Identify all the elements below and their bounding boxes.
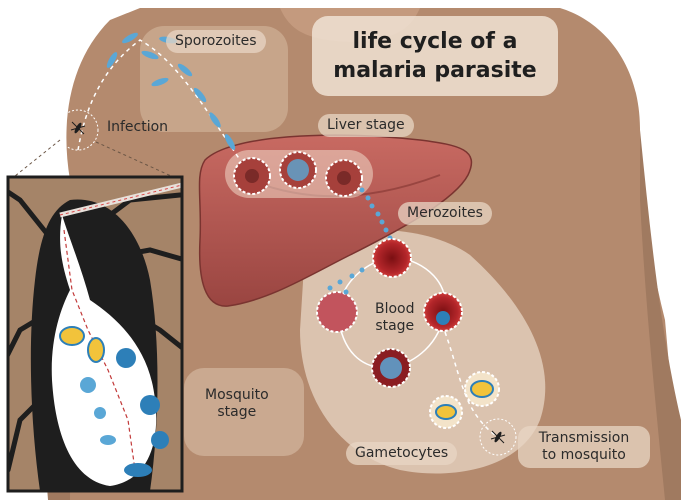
liver-cells: [233, 151, 363, 197]
released-merozoites: [327, 267, 365, 295]
label-blood-stage: Blood stage: [366, 298, 424, 338]
infection-marker: [57, 109, 99, 151]
label-transmission-line-1: Transmission: [538, 430, 630, 446]
sporozoites: [106, 32, 236, 150]
mosquito-icon: [70, 121, 86, 135]
label-transmission: Transmission to mosquito: [518, 426, 650, 468]
label-mosquito-stage: Mosquito stage: [196, 384, 278, 424]
label-blood-stage-line-2: stage: [375, 318, 415, 334]
mosquito-inset: [8, 177, 182, 491]
label-blood-stage-line-1: Blood: [375, 301, 415, 317]
gametocyte-path: [444, 331, 496, 436]
label-sporozoites: Sporozoites: [166, 30, 266, 53]
title-line-2: malaria parasite: [333, 58, 537, 83]
liver-cell-nucleus: [245, 169, 259, 183]
label-merozoites: Merozoites: [398, 202, 492, 225]
label-gametocytes: Gametocytes: [346, 442, 458, 465]
liver-cell-parasites: [287, 159, 309, 181]
red-blood-cells: [316, 238, 463, 388]
label-liver-stage: Liver stage: [318, 114, 414, 137]
transmission-marker: [479, 418, 517, 456]
mosquito-icon: [490, 430, 506, 444]
inset-connector: [9, 139, 61, 181]
liver-cell-nucleus: [337, 171, 351, 185]
mosquito-stage-region: [184, 368, 304, 456]
gametocytes: [429, 371, 500, 429]
mosquito-inset-frame: [6, 175, 184, 493]
title-line-1: life cycle of a: [352, 29, 518, 54]
sporozoite-path: [77, 39, 241, 161]
label-infection: Infection: [107, 119, 169, 135]
label-mosquito-stage-line-1: Mosquito: [205, 387, 269, 403]
rbc-trophozoite-parasite: [436, 311, 450, 325]
label-transmission-line-2: to mosquito: [542, 447, 626, 463]
gut-path: [63, 229, 136, 471]
title-box: life cycle of a malaria parasite: [312, 16, 558, 96]
rbc-schizont-merozoites: [380, 357, 402, 379]
label-mosquito-stage-line-2: stage: [217, 404, 257, 420]
right-arm-shadow: [640, 130, 681, 500]
rbc-rupturing: [316, 291, 358, 333]
rbc-ring: [372, 238, 412, 278]
